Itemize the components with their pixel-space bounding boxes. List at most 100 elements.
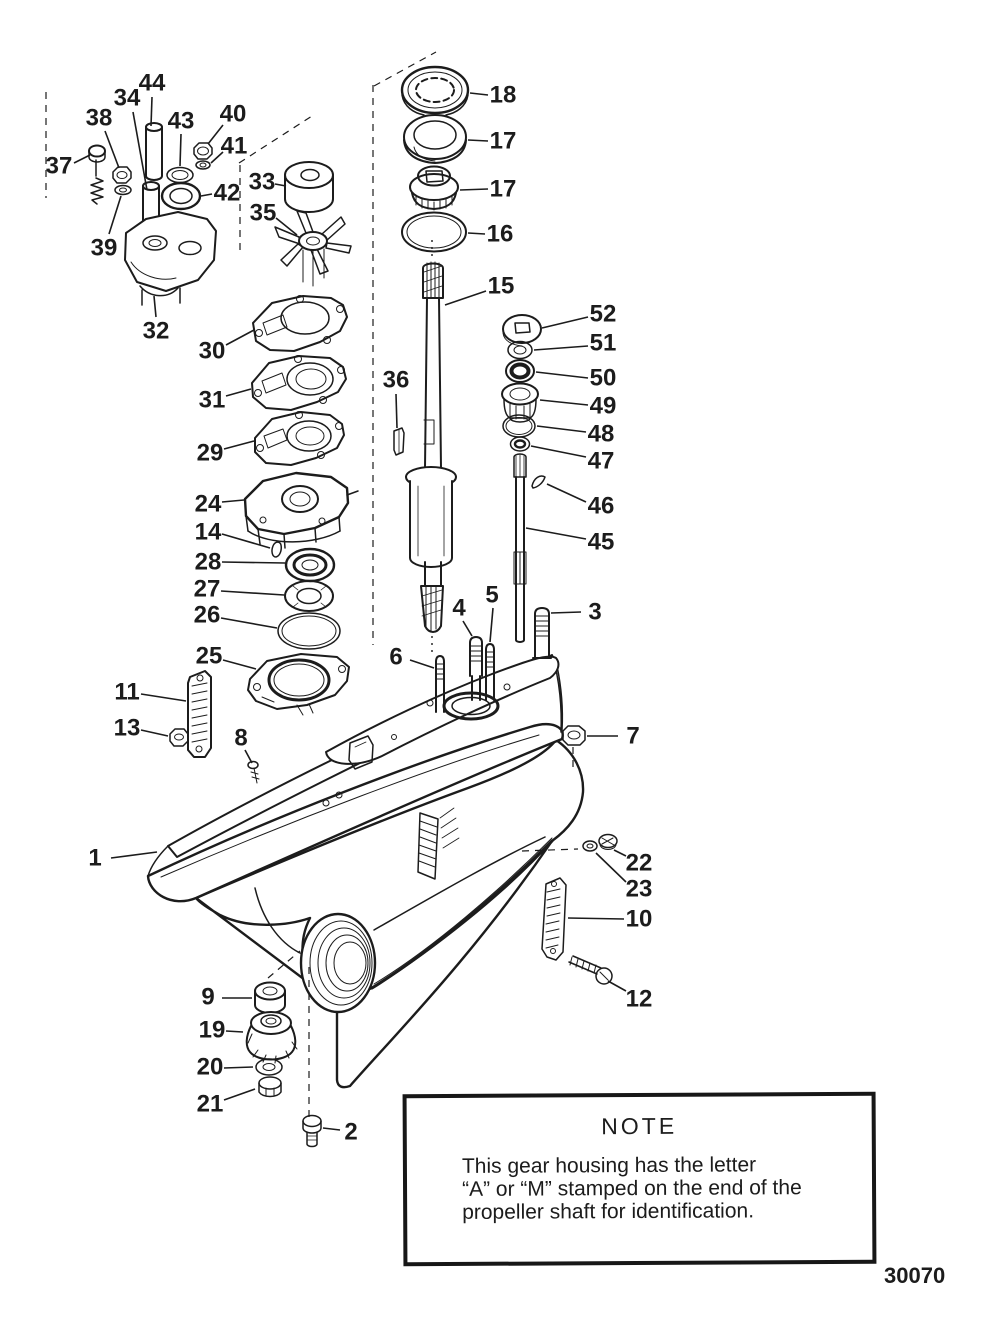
part-water-pump-base-assembly — [88, 122, 217, 306]
leader-line-48 — [536, 425, 587, 433]
leader-line-26 — [220, 617, 278, 629]
leader-line-8 — [244, 749, 253, 764]
leader-line-16 — [467, 232, 486, 235]
part-number-label-44: 44 — [139, 70, 166, 97]
leader-line-2 — [322, 1127, 341, 1131]
leader-line-19 — [225, 1030, 244, 1033]
part-number-label-11: 11 — [114, 679, 139, 706]
leader-line-15 — [444, 290, 487, 306]
part-number-label-29: 29 — [197, 440, 224, 467]
part-number-label-10: 10 — [626, 906, 653, 933]
part-screw-8 — [247, 760, 260, 784]
note-body: This gear housing has the letter “A” or … — [462, 1153, 872, 1224]
part-number-label-8: 8 — [234, 725, 247, 752]
part-number-label-39: 39 — [91, 235, 118, 262]
part-number-label-30: 30 — [199, 338, 226, 365]
leader-line-20 — [223, 1066, 254, 1069]
part-number-label-36: 36 — [383, 367, 410, 394]
part-number-label-45: 45 — [588, 529, 615, 556]
leader-line-41 — [210, 151, 224, 164]
leader-line-3 — [550, 611, 582, 614]
leader-line-23 — [595, 852, 627, 883]
part-number-label-48: 48 — [588, 421, 615, 448]
part-number-label-26: 26 — [194, 602, 221, 629]
part-number-label-28: 28 — [195, 549, 222, 576]
leader-line-13 — [140, 729, 169, 737]
part-bearing-stack — [400, 65, 470, 253]
leader-line-24 — [221, 499, 245, 503]
note-line: “A” or “M” stamped on the end of the — [461, 1176, 802, 1201]
part-number-label-50: 50 — [590, 365, 617, 392]
leader-line-21 — [223, 1088, 256, 1101]
construction-lines-back — [45, 51, 437, 645]
leader-line-39 — [108, 195, 122, 235]
part-number-label-32: 32 — [143, 318, 170, 345]
part-number-label-40: 40 — [220, 101, 247, 128]
leader-line-35 — [275, 217, 298, 236]
leader-line-30 — [225, 329, 255, 346]
leader-line-17 — [459, 188, 489, 191]
part-number-label-22: 22 — [626, 850, 653, 877]
part-number-label-51: 51 — [590, 330, 617, 357]
note-box: NOTE This gear housing has the letter “A… — [402, 1091, 877, 1267]
leader-line-1 — [110, 851, 158, 859]
leader-line-33 — [274, 183, 287, 187]
part-anode-upper — [169, 670, 212, 758]
leader-line-43 — [179, 133, 182, 167]
construction-lines-front — [267, 747, 579, 1118]
leader-line-11 — [140, 693, 187, 702]
part-number-label-41: 41 — [221, 133, 248, 160]
part-number-label-12: 12 — [626, 986, 653, 1013]
leader-line-14 — [221, 533, 271, 549]
part-number-label-3: 3 — [588, 599, 601, 626]
part-number-label-34: 34 — [114, 85, 141, 112]
leader-line-51 — [533, 345, 589, 351]
part-gasket-stack — [243, 295, 359, 716]
leader-line-50 — [535, 371, 589, 379]
part-number-label-23: 23 — [626, 876, 653, 903]
leader-line-40 — [207, 124, 224, 145]
part-number-label-4: 4 — [452, 595, 466, 622]
part-number-label-18: 18 — [490, 82, 517, 109]
part-number-label-6: 6 — [389, 644, 402, 671]
part-number-label-17: 17 — [490, 128, 517, 155]
leader-line-6 — [409, 659, 435, 669]
leader-line-45 — [525, 527, 587, 540]
leader-line-47 — [530, 445, 587, 458]
part-number-label-9: 9 — [201, 984, 214, 1011]
part-shift-shaft — [513, 453, 546, 643]
drawing-number: 30070 — [884, 1263, 946, 1288]
part-number-label-35: 35 — [250, 200, 277, 227]
part-number-label-20: 20 — [197, 1054, 224, 1081]
leader-line-52 — [541, 316, 589, 329]
leader-line-18 — [469, 92, 489, 96]
part-number-label-1: 1 — [88, 845, 101, 872]
part-number-label-2: 2 — [344, 1119, 357, 1146]
leader-line-4 — [462, 620, 473, 637]
leader-line-22 — [613, 849, 627, 857]
part-number-label-47: 47 — [588, 448, 615, 475]
part-number-label-21: 21 — [197, 1091, 224, 1118]
leader-line-25 — [222, 659, 257, 670]
leader-line-42 — [200, 193, 213, 197]
part-number-label-42: 42 — [214, 180, 241, 207]
leader-line-28 — [221, 561, 286, 564]
part-number-label-38: 38 — [86, 105, 113, 132]
part-number-label-31: 31 — [199, 387, 226, 414]
part-number-label-37: 37 — [46, 153, 73, 180]
part-water-pump-cover — [284, 161, 334, 213]
part-number-label-17: 17 — [490, 176, 517, 203]
part-drive-shaft — [393, 240, 457, 652]
part-number-label-49: 49 — [590, 393, 617, 420]
part-number-label-16: 16 — [487, 221, 514, 248]
part-number-label-43: 43 — [168, 108, 195, 135]
part-washer-stack — [501, 314, 542, 452]
part-number-label-19: 19 — [199, 1017, 226, 1044]
part-impeller — [274, 210, 352, 287]
leader-line-36 — [395, 393, 398, 429]
part-number-label-27: 27 — [194, 576, 221, 603]
leader-line-31 — [225, 388, 252, 397]
note-line: This gear housing has the letter — [461, 1153, 757, 1178]
